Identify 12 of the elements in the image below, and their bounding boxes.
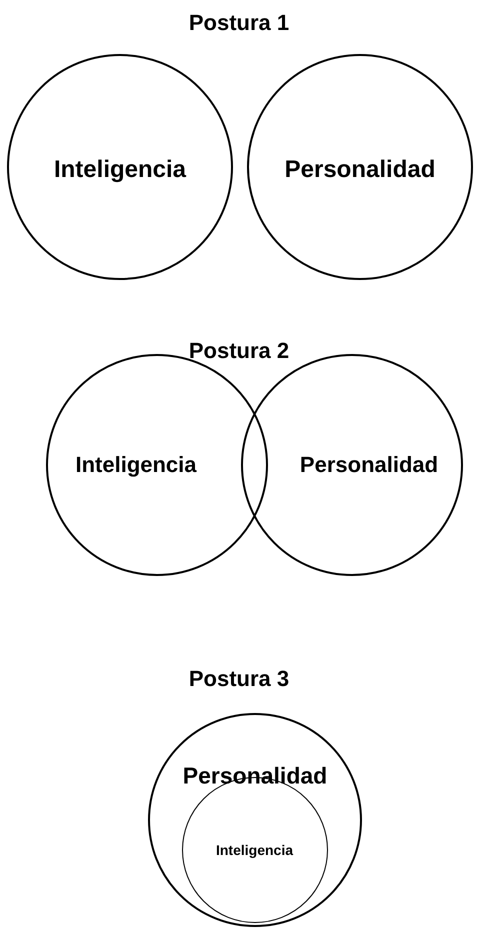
circle-label: Inteligencia — [216, 842, 294, 858]
venn-circle — [247, 54, 473, 280]
circle-label: Personalidad — [284, 156, 436, 184]
venn-circle — [148, 713, 362, 927]
venn-circle — [7, 54, 233, 280]
circle-label: Inteligencia — [75, 452, 197, 478]
section-heading: Postura 3 — [188, 666, 290, 692]
circle-label: Personalidad — [182, 762, 328, 790]
section-heading: Postura 1 — [188, 10, 290, 36]
circle-label: Personalidad — [300, 452, 438, 478]
section-heading: Postura 2 — [188, 338, 290, 364]
circle-label: Inteligencia — [54, 156, 186, 184]
